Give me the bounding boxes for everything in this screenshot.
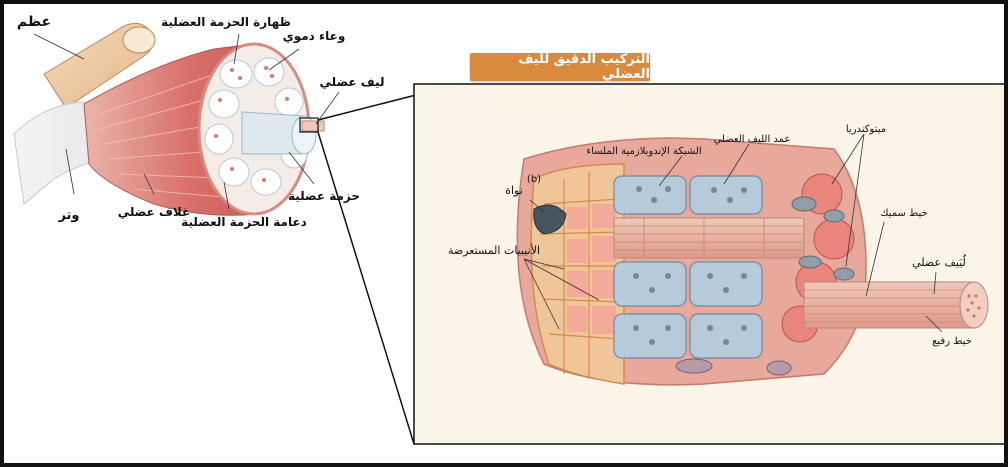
protruding-myofibril bbox=[804, 282, 988, 328]
label-fascicle: حزمة عضلية bbox=[288, 189, 360, 203]
label-blood-vessel: وعاء دموي bbox=[283, 29, 346, 44]
label-t-tubules: الأنيبيات المستعرضة bbox=[448, 243, 540, 257]
muscle-diagram: عظم وتر غلاف عضلي دعامة الحزمة العضلية و… bbox=[4, 4, 1008, 467]
label-myofibril-column: عمد الليف العضلي bbox=[714, 134, 791, 145]
label-bone: عظم bbox=[17, 14, 51, 30]
label-perimysium: دعامة الحزمة العضلية bbox=[181, 215, 307, 229]
label-thick-filament: خيط سميك bbox=[880, 208, 927, 219]
label-endomysium: ظهارة الحزمة العضلية bbox=[161, 15, 291, 29]
label-mitochondria: ميتوكندريا bbox=[846, 124, 886, 135]
label-muscle-fiber: ليف عضلي bbox=[320, 75, 385, 89]
label-nucleus: نواة bbox=[505, 184, 523, 197]
label-epimysium: غلاف عضلي bbox=[118, 205, 191, 219]
label-panel-letter: (b) bbox=[527, 174, 541, 185]
label-myofibril: لُيَيف عضلي bbox=[912, 254, 967, 269]
label-sarcoplasmic-reticulum: الشبكة الإندوبلازمية الملساء bbox=[586, 146, 701, 157]
label-tendon: وتر bbox=[57, 208, 79, 223]
label-thin-filament: خيط رفيع bbox=[932, 336, 972, 347]
whole-muscle-illustration bbox=[14, 23, 324, 215]
